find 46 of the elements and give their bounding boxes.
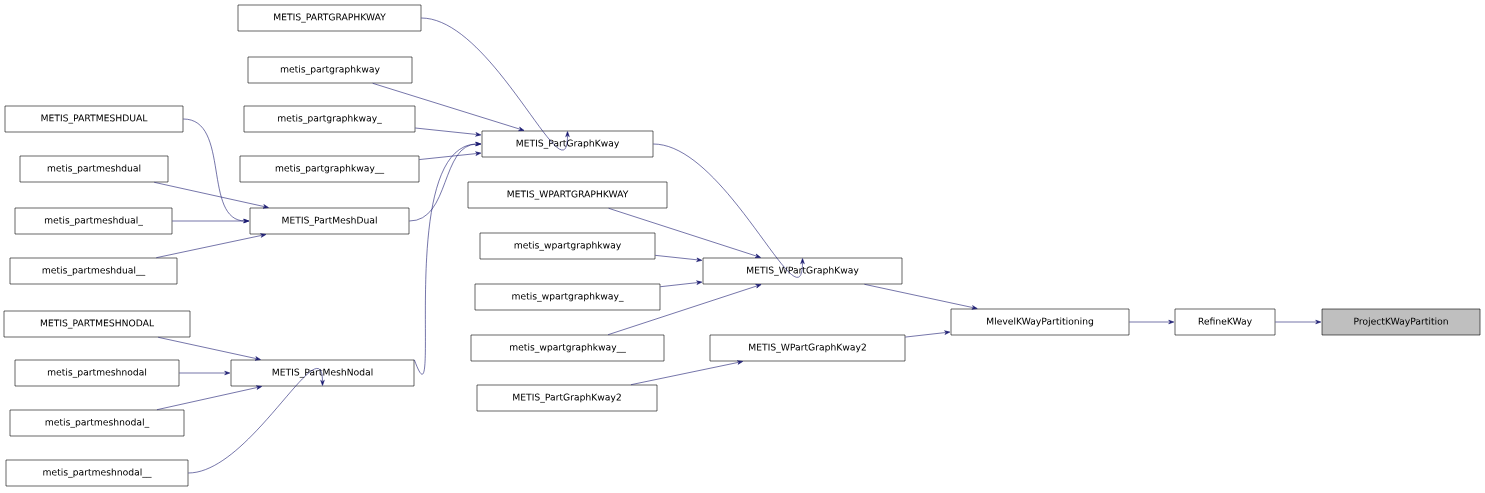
function-box: metis_partmeshnodal_ — [9, 409, 185, 437]
function-box: MlevelKWayPartitioning — [950, 308, 1130, 336]
arrow — [421, 17, 570, 151]
function-box: METIS_PARTGRAPHKWAY — [237, 4, 422, 32]
arrow — [415, 127, 482, 137]
function-box: metis_partgraphkway__ — [239, 155, 420, 183]
arrow — [607, 284, 762, 335]
arrow — [608, 208, 761, 258]
arrow — [655, 255, 703, 262]
function-box: ProjectKWayPartition — [1321, 308, 1481, 336]
function-box: METIS_WPARTGRAPHKWAY — [467, 181, 668, 209]
function-box: metis_wpartgraphkway — [479, 232, 656, 260]
arrow — [188, 368, 325, 474]
arrow — [179, 370, 231, 376]
arrow — [660, 280, 703, 288]
arrow — [172, 218, 250, 224]
arrow — [155, 233, 267, 258]
function-box: metis_partmeshnodal — [14, 359, 180, 387]
arrow — [905, 330, 951, 338]
arrow — [156, 385, 262, 410]
function-box: metis_partmeshnodal__ — [5, 459, 189, 487]
arrow — [630, 360, 743, 385]
function-box: metis_wpartgraphkway__ — [470, 334, 665, 362]
arrow — [1129, 319, 1175, 325]
arrow — [864, 284, 978, 310]
function-box: METIS_WPartGraphKway2 — [709, 334, 906, 362]
function-box: METIS_PartGraphKway — [481, 130, 654, 158]
function-box: metis_partgraphkway_ — [243, 105, 416, 133]
function-box: METIS_PartMeshDual — [249, 207, 410, 235]
function-box: METIS_PARTMESHNODAL — [3, 310, 191, 338]
arrow — [1275, 319, 1322, 325]
arrow — [653, 143, 805, 278]
function-box: RefineKWay — [1174, 308, 1276, 336]
function-box: METIS_PartGraphKway2 — [476, 384, 658, 412]
function-box: metis_partmeshdual_ — [14, 207, 173, 235]
arrow — [157, 337, 261, 361]
function-box: METIS_WPartGraphKway — [702, 257, 903, 285]
function-box: metis_partgraphkway — [247, 56, 413, 84]
function-box: METIS_PARTMESHDUAL — [4, 105, 184, 133]
arrow — [153, 182, 269, 209]
function-box: metis_wpartgraphkway_ — [474, 283, 661, 311]
function-box: metis_partmeshdual — [19, 155, 169, 183]
function-box: metis_partmeshdual__ — [9, 257, 178, 285]
function-box: METIS_PartMeshNodal — [230, 359, 415, 387]
arrow — [419, 151, 482, 160]
arrow — [414, 141, 482, 374]
